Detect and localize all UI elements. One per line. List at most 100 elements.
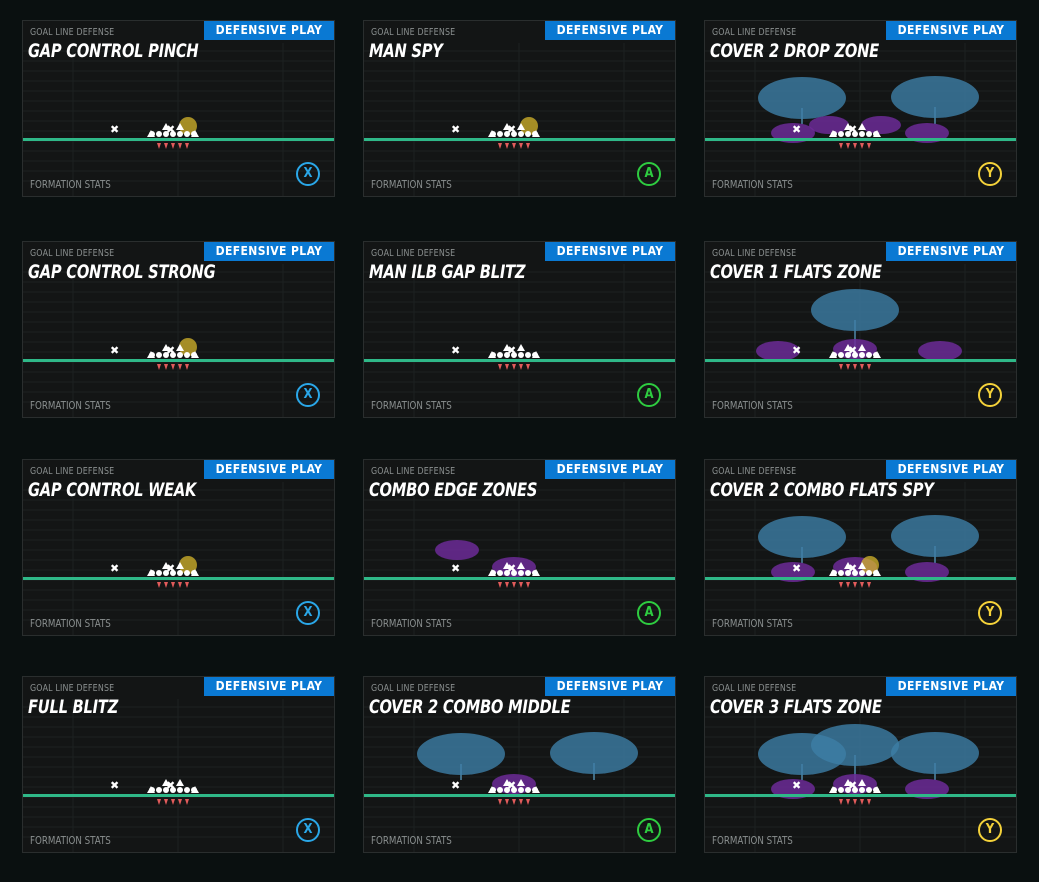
flat-zone: [435, 540, 479, 560]
cornerback-marker: ✖: [507, 123, 516, 136]
x-button-icon[interactable]: X: [296, 818, 320, 842]
end-marker: [488, 351, 496, 358]
play-field-diagram: ✖✖: [364, 264, 675, 417]
lineman-marker: [852, 570, 858, 576]
y-button-icon[interactable]: Y: [978, 162, 1002, 186]
offense-marker: [853, 799, 857, 805]
line-of-scrimmage: [364, 138, 675, 141]
play-title: MAN SPY: [369, 40, 443, 62]
play-title: MAN ILB GAP BLITZ: [369, 261, 526, 283]
offense-marker: [867, 582, 871, 588]
play-title: COVER 3 FLATS ZONE: [710, 696, 882, 718]
deep-zone: [891, 76, 979, 118]
offense-marker: [526, 364, 530, 370]
y-button-icon[interactable]: Y: [978, 383, 1002, 407]
line-of-scrimmage: [23, 794, 334, 797]
x-button-icon[interactable]: X: [296, 601, 320, 625]
offense-marker: [839, 799, 843, 805]
x-button-icon[interactable]: X: [296, 162, 320, 186]
formation-stats-label: FORMATION STATS: [30, 399, 111, 412]
lineman-marker: [156, 570, 162, 576]
lineman-marker: [184, 570, 190, 576]
play-type-badge: DEFENSIVE PLAY: [886, 21, 1016, 40]
line-of-scrimmage: [23, 359, 334, 362]
play-field-diagram: ✖✖: [23, 264, 334, 417]
lineman-marker: [177, 131, 183, 137]
flat-zone: [809, 116, 849, 134]
offense-marker: [157, 364, 161, 370]
cornerback-marker: ✖: [507, 779, 516, 792]
offense-marker: [185, 364, 189, 370]
deep-zone: [891, 732, 979, 774]
lineman-marker: [852, 352, 858, 358]
offense-marker: [505, 582, 509, 588]
play-type-badge: DEFENSIVE PLAY: [545, 677, 675, 696]
offense-marker: [185, 799, 189, 805]
lineman-marker: [163, 787, 169, 793]
cornerback-marker: ✖: [507, 344, 516, 357]
offense-marker: [171, 799, 175, 805]
offense-marker: [839, 364, 843, 370]
offense-marker: [178, 582, 182, 588]
linebacker-marker: [503, 779, 511, 786]
offense-marker: [846, 143, 850, 149]
lineman-marker: [497, 352, 503, 358]
lineman-marker: [170, 570, 176, 576]
play-type-badge: DEFENSIVE PLAY: [204, 21, 334, 40]
linebacker-marker: [503, 123, 511, 130]
offense-marker: [512, 364, 516, 370]
linebacker-marker: [844, 562, 852, 569]
lineman-marker: [156, 131, 162, 137]
lineman-marker: [525, 570, 531, 576]
lineman-marker: [866, 352, 872, 358]
spy-zone: [179, 556, 197, 574]
end-marker: [488, 130, 496, 137]
a-button-icon[interactable]: A: [637, 818, 661, 842]
flat-zone: [833, 774, 877, 794]
offense-marker: [853, 364, 857, 370]
linebacker-marker: [517, 779, 525, 786]
lineman-marker: [156, 787, 162, 793]
a-button-icon[interactable]: A: [637, 162, 661, 186]
end-marker: [191, 786, 199, 793]
y-button-icon[interactable]: Y: [978, 818, 1002, 842]
lineman-marker: [163, 131, 169, 137]
linebacker-marker: [517, 123, 525, 130]
y-button-icon[interactable]: Y: [978, 601, 1002, 625]
deep-zone: [811, 724, 899, 766]
play-field-diagram: ✖✖: [705, 699, 1016, 852]
end-marker: [873, 130, 881, 137]
flat-zone: [918, 341, 962, 361]
lineman-marker: [866, 787, 872, 793]
lineman-marker: [511, 787, 517, 793]
formation-stats-label: FORMATION STATS: [712, 617, 793, 630]
formation-label: GOAL LINE DEFENSE: [712, 683, 797, 694]
linebacker-marker: [176, 779, 184, 786]
a-button-icon[interactable]: A: [637, 383, 661, 407]
a-button-icon[interactable]: A: [637, 601, 661, 625]
formation-label: GOAL LINE DEFENSE: [30, 248, 115, 259]
spy-zone: [520, 117, 538, 135]
cornerback-marker: ✖: [792, 123, 801, 136]
line-of-scrimmage: [705, 359, 1016, 362]
lineman-marker: [518, 352, 524, 358]
end-marker: [829, 351, 837, 358]
lineman-marker: [497, 570, 503, 576]
x-button-icon[interactable]: X: [296, 383, 320, 407]
lineman-marker: [184, 131, 190, 137]
lineman-marker: [511, 570, 517, 576]
offense-marker: [519, 143, 523, 149]
play-field-diagram: ✖✖: [705, 264, 1016, 417]
